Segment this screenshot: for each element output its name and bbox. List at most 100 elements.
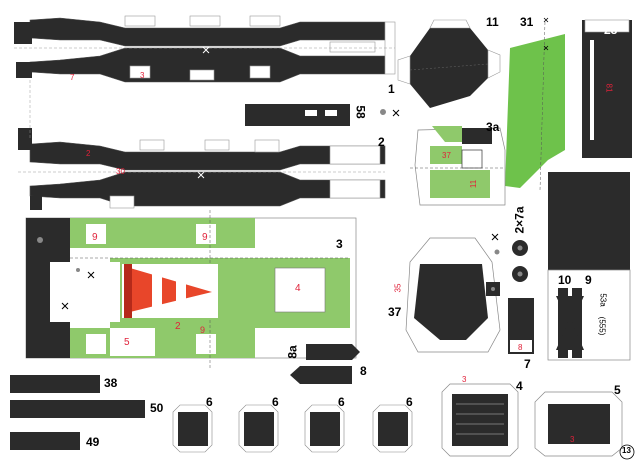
part-58-bar xyxy=(245,104,400,126)
part-7-label-box xyxy=(510,340,532,352)
part-6-covers xyxy=(172,404,413,453)
wheel-hole xyxy=(494,249,500,255)
part-label-11: 11 xyxy=(486,15,499,29)
part-3-white-strip-a xyxy=(86,224,106,244)
glue-label-6a: 6 xyxy=(92,230,98,241)
part-31-fold xyxy=(539,21,546,191)
part-11-flap-b xyxy=(487,49,501,79)
glue-label-6b: 6 xyxy=(202,230,208,241)
part-3-window-mid xyxy=(274,267,326,313)
cone-base xyxy=(124,264,132,318)
part-11-flap-a xyxy=(429,19,471,29)
glue-label-8: 8 xyxy=(518,343,523,352)
part-4-body xyxy=(452,394,508,446)
part-block-top xyxy=(548,172,630,270)
part-9-10-hourglass xyxy=(556,296,584,350)
part-2-upper-strip xyxy=(29,141,386,171)
glue-label-35: 35 xyxy=(393,283,403,293)
part-label-3a: 3a xyxy=(486,120,500,134)
part-label-8a: 8a xyxy=(285,345,300,359)
wheel-cross xyxy=(491,233,499,241)
part-2-glue-flap-e xyxy=(109,195,135,209)
part-5-body xyxy=(548,404,610,444)
part-label-3: 3 xyxy=(336,237,343,251)
part-58-cross xyxy=(392,109,400,117)
part-31-cross-a xyxy=(543,17,549,23)
part-label-6a: 6 xyxy=(206,395,213,409)
part-label-6d: 6 xyxy=(406,395,413,409)
part-label-5: 5 xyxy=(614,383,621,397)
cone-body xyxy=(130,268,212,312)
glue-label-81: 81 xyxy=(604,83,614,93)
part-3a-green-top xyxy=(432,126,462,142)
part-3-cross-b xyxy=(61,302,69,310)
glue-label-2a: 2 xyxy=(175,321,181,332)
part-3-dot xyxy=(76,268,80,272)
part-28-panel xyxy=(582,19,632,158)
glue-label-3c: 3 xyxy=(570,435,575,444)
part-9-10-block xyxy=(547,172,631,361)
part-label-38: 38 xyxy=(104,376,118,390)
part-1-glue-flap-f xyxy=(249,65,271,79)
part-3a-cabin xyxy=(410,126,506,206)
part-2-glue-flap-f xyxy=(329,179,381,199)
part-3a-green-b xyxy=(430,170,462,198)
glue-label-4: 4 xyxy=(295,283,301,294)
part-2-glue-flap-d xyxy=(329,145,381,165)
part-label-1: 1 xyxy=(388,82,395,96)
part-1-tab-left xyxy=(14,22,32,44)
part-8-lower xyxy=(290,366,352,384)
part-label-58: 58 xyxy=(353,105,368,119)
part-label-6b: 6 xyxy=(272,395,279,409)
part-label-49: 49 xyxy=(86,435,100,449)
part-1-tab-left-b xyxy=(16,62,32,78)
part-28-flap xyxy=(584,19,630,33)
part-4-grille xyxy=(441,383,519,457)
cone-stripe-a xyxy=(152,274,162,309)
part-label-2x7a: 2×7a xyxy=(512,206,527,234)
part-6-cover-a xyxy=(172,404,213,453)
part-6-cover-d xyxy=(372,404,413,453)
part-11-flap-c xyxy=(397,55,411,85)
part-1-glue-flap-d xyxy=(129,65,151,79)
glue-label-555: (555) xyxy=(597,316,607,336)
part-11-cabin-top xyxy=(397,19,501,108)
part-6-cover-b xyxy=(238,404,279,453)
part-3-white-block xyxy=(50,262,120,322)
glue-label-30: 30 xyxy=(116,167,125,176)
part-1-glue-flap-a xyxy=(124,15,156,27)
part-58-body xyxy=(245,104,350,126)
part-label-9: 9 xyxy=(585,273,592,287)
part-10-strip xyxy=(558,288,568,358)
part-11-fold xyxy=(409,63,489,71)
wheel-a-hub xyxy=(517,245,523,251)
part-label-28: 28 xyxy=(604,23,618,37)
part-3-cross-a xyxy=(87,271,95,279)
part-3a-green-c xyxy=(462,170,490,198)
wheel-b-hub xyxy=(517,271,523,277)
glue-label-2b: 2 xyxy=(86,149,91,158)
page-corner-number: 13 xyxy=(622,446,631,455)
part-2-glue-flap-a xyxy=(139,139,165,151)
traffic-cone-icon xyxy=(122,264,218,318)
glue-label-3b: 3 xyxy=(462,375,467,384)
part-3a-black-top xyxy=(462,128,492,144)
part-50-strip xyxy=(10,400,145,418)
part-6-cover-c xyxy=(304,404,345,453)
part-label-2: 2 xyxy=(378,135,385,149)
part-1-glue-flap-c xyxy=(249,15,281,27)
part-label-7: 7 xyxy=(524,357,531,371)
part-5-box xyxy=(534,391,623,457)
part-1-chassis-rail xyxy=(14,15,396,83)
part-3-white-strip-c xyxy=(86,334,106,354)
part-1-glue-flap-e xyxy=(189,69,215,81)
part-3-window-low xyxy=(110,328,155,356)
part-8-bars xyxy=(290,344,360,384)
part-2-tab-left xyxy=(18,128,32,150)
glue-label-5: 5 xyxy=(124,337,130,348)
part-2-tab-left-b xyxy=(30,196,42,210)
glue-label-3a: 3 xyxy=(140,71,145,80)
part-58-window-b xyxy=(325,110,337,116)
part-2-chassis-rail xyxy=(18,128,386,210)
part-2-glue-flap-c xyxy=(254,139,280,153)
